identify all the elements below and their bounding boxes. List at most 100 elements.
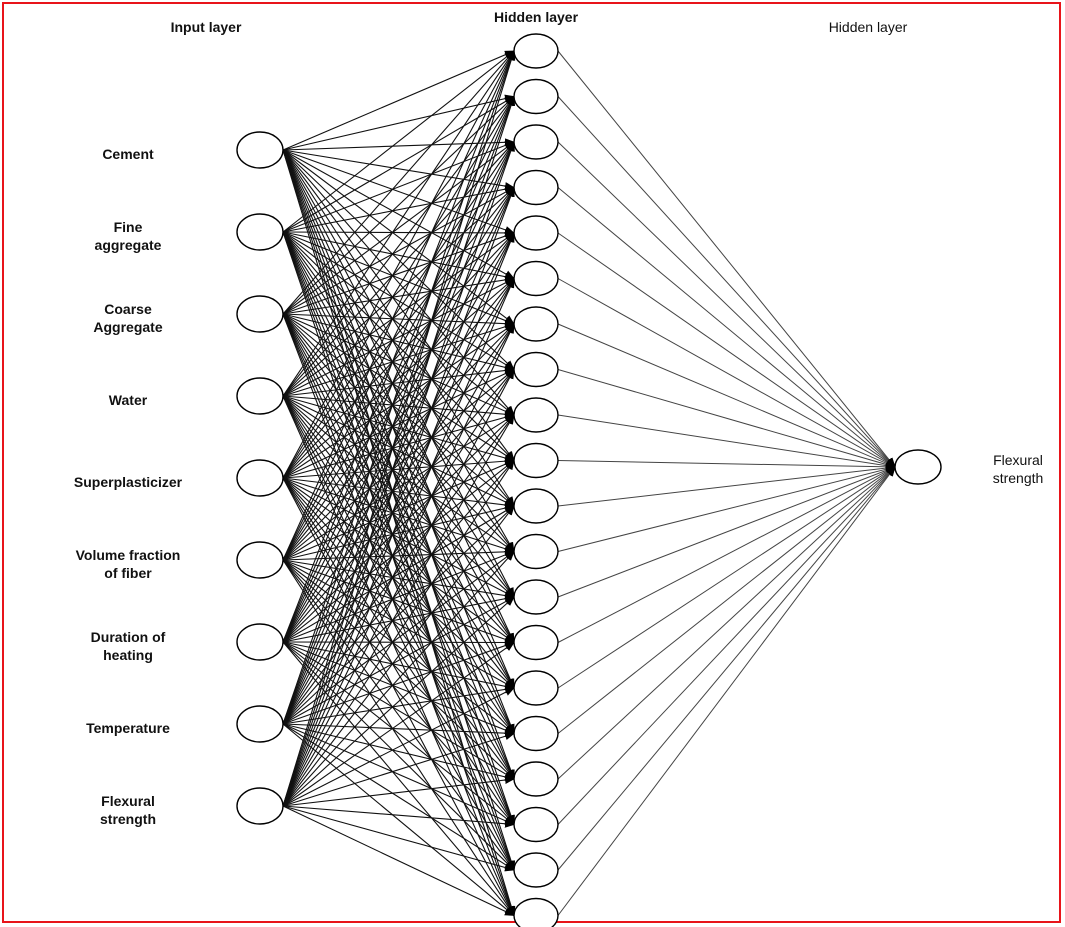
input-hidden-edge-1-1 — [282, 50, 515, 151]
hidden-node-5 — [513, 215, 559, 251]
input-label-2-line-2: aggregate — [95, 237, 162, 253]
input-label-4: Water — [109, 392, 148, 408]
hidden-output-edge-2 — [557, 96, 896, 468]
hidden-node-17 — [513, 761, 559, 797]
hidden-node-1 — [513, 33, 559, 69]
input-hidden-edge-9-12 — [282, 550, 515, 807]
input-label-4-line-1: Water — [109, 392, 148, 408]
input-hidden-edge-3-5 — [282, 232, 515, 315]
input-label-5-line-1: Superplasticizer — [74, 474, 183, 490]
input-hidden-edge-5-8 — [282, 369, 515, 479]
input-hidden-edge-9-6 — [282, 277, 515, 807]
input-hidden-edge-9-1 — [282, 50, 516, 807]
input-hidden-edge-2-9 — [282, 231, 515, 416]
hidden-node-4 — [513, 169, 559, 206]
input-hidden-edge-7-3 — [282, 141, 515, 643]
input-hidden-edge-9-4 — [282, 186, 515, 807]
input-hidden-edge-2-8 — [282, 231, 515, 371]
hidden-output-edge-5 — [557, 232, 896, 468]
hidden-node-11 — [513, 488, 559, 524]
input-hidden-edge-6-3 — [282, 141, 515, 561]
input-label-5: Superplasticizer — [74, 474, 183, 490]
input-label-6: Volume fraction of fiber — [76, 547, 181, 581]
input-hidden-edge-2-2 — [282, 95, 515, 233]
input-hidden-edge-9-15 — [282, 687, 515, 807]
hidden-node-3 — [513, 124, 559, 160]
input-node-1 — [236, 131, 284, 169]
input-label-8-line-1: Temperature — [86, 720, 170, 736]
hidden-node-16 — [513, 715, 559, 752]
labels: Input layer Hidden layer Hidden layer Ce… — [74, 9, 1043, 827]
hidden-output-edge-9 — [557, 414, 896, 470]
input-node-2 — [236, 213, 284, 251]
input-hidden-edge-8-1 — [282, 50, 515, 725]
hidden-node-20 — [513, 897, 559, 927]
nodes — [236, 33, 942, 927]
input-hidden-edge-8-5 — [282, 232, 515, 725]
input-hidden-edge-7-5 — [282, 232, 515, 643]
input-hidden-edge-4-8 — [282, 366, 515, 397]
input-hidden-edge-7-7 — [282, 323, 515, 643]
input-hidden-edge-8-3 — [282, 141, 515, 725]
input-layer-title: Input layer — [171, 19, 242, 35]
input-node-4 — [236, 377, 284, 415]
input-hidden-edge-3-6 — [282, 275, 515, 315]
input-hidden-edge-4-2 — [282, 95, 515, 397]
input-hidden-edge-5-4 — [282, 186, 515, 479]
hidden-node-14 — [513, 624, 559, 661]
hidden-output-edge-16 — [557, 466, 896, 734]
input-hidden-edge-2-4 — [282, 185, 515, 233]
input-hidden-edge-2-7 — [282, 231, 515, 325]
input-hidden-edge-4-5 — [282, 232, 515, 397]
output-layer-title: Hidden layer — [829, 19, 908, 35]
input-label-8: Temperature — [86, 720, 170, 736]
input-hidden-edge-7-2 — [282, 95, 515, 643]
input-node-5 — [236, 459, 284, 497]
input-hidden-edge-9-17 — [282, 776, 515, 807]
input-hidden-edge-3-2 — [282, 95, 515, 315]
input-hidden-edge-6-7 — [282, 323, 515, 561]
input-hidden-edge-5-3 — [282, 141, 515, 479]
input-hidden-edge-4-9 — [282, 395, 515, 419]
input-label-6-line-1: Volume fraction — [76, 547, 181, 563]
hidden-node-8 — [513, 351, 559, 388]
input-hidden-edge-8-2 — [282, 95, 515, 725]
input-hidden-edge-6-4 — [282, 186, 515, 561]
input-hidden-edge-6-5 — [282, 232, 515, 561]
input-hidden-edge-9-20 — [282, 805, 515, 916]
input-label-6-line-2: of fiber — [104, 565, 152, 581]
input-label-3-line-2: Aggregate — [93, 319, 162, 335]
input-label-3-line-1: Coarse — [104, 301, 152, 317]
input-hidden-edge-9-10 — [282, 459, 515, 807]
input-hidden-edge-8-20 — [282, 723, 515, 917]
input-hidden-edge-2-6 — [282, 231, 515, 281]
input-hidden-edge-9-7 — [282, 323, 515, 807]
hidden-node-15 — [513, 670, 559, 706]
hidden-layer-title: Hidden layer — [494, 9, 579, 25]
input-hidden-edge-5-1 — [282, 50, 515, 479]
output-label-1-line-1: Flexural — [993, 452, 1043, 468]
input-hidden-edge-3-7 — [282, 313, 515, 328]
hidden-node-18 — [513, 806, 559, 843]
hidden-output-edge-11 — [557, 464, 896, 507]
input-hidden-edge-9-5 — [282, 232, 515, 807]
hidden-output-edge-7 — [557, 323, 896, 468]
input-label-1-line-1: Cement — [102, 146, 154, 162]
input-hidden-edge-9-14 — [282, 641, 515, 807]
input-hidden-edge-6-8 — [282, 368, 515, 561]
input-hidden-edge-1-9 — [282, 149, 515, 416]
input-node-3 — [236, 295, 284, 333]
hidden-node-2 — [513, 78, 559, 115]
input-hidden-edge-5-2 — [282, 95, 515, 479]
input-label-2-line-1: Fine — [114, 219, 143, 235]
input-hidden-edge-8-8 — [282, 368, 515, 725]
input-hidden-edge-4-3 — [282, 141, 515, 397]
input-node-7 — [236, 623, 284, 661]
hidden-output-edge-6 — [557, 278, 896, 468]
input-hidden-edge-1-6 — [282, 149, 515, 279]
input-label-7-line-2: heating — [103, 647, 153, 663]
input-hidden-edge-4-1 — [282, 50, 515, 397]
input-hidden-edge-3-3 — [282, 141, 515, 315]
hidden-node-6 — [513, 260, 559, 297]
